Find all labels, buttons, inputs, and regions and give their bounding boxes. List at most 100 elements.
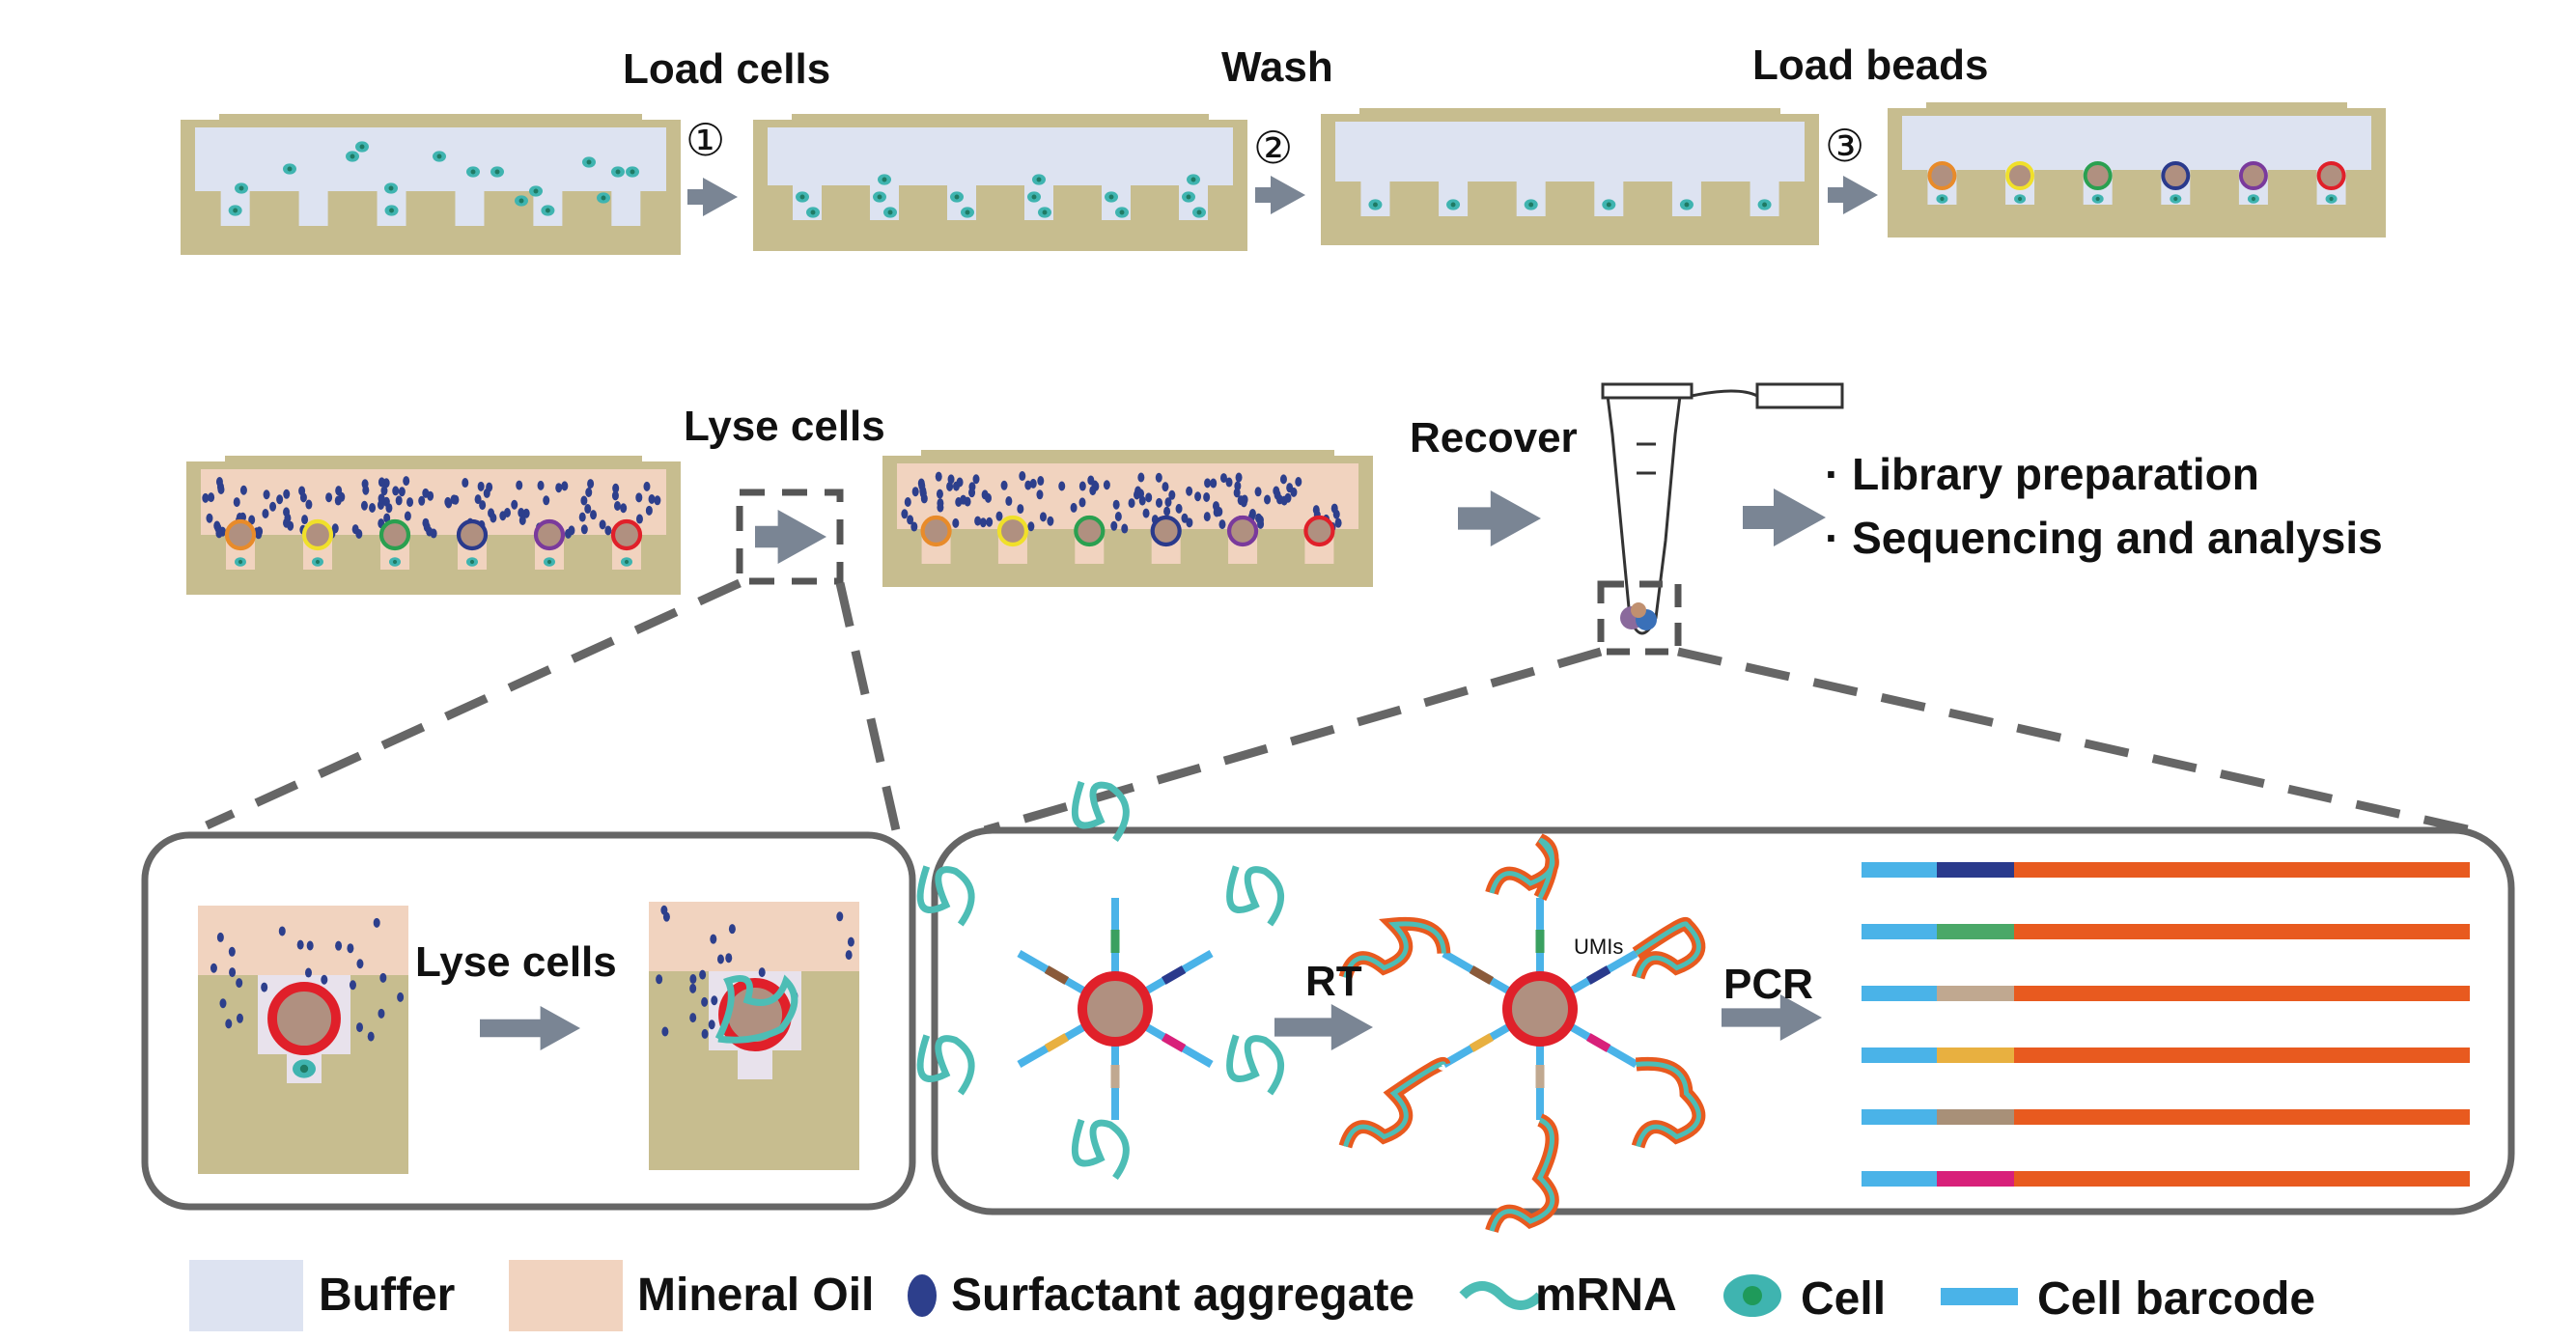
cell-nucleus bbox=[389, 208, 394, 213]
product-umi bbox=[1937, 1109, 2014, 1125]
surfactant-aggregate bbox=[1257, 518, 1265, 529]
surfactant-aggregate bbox=[392, 486, 400, 496]
surfactant-aggregate bbox=[236, 1013, 243, 1023]
cell-nucleus bbox=[2329, 196, 2334, 202]
legend-swatch-surfactant bbox=[908, 1274, 937, 1317]
arrow-pcr bbox=[1722, 994, 1822, 1041]
surfactant-aggregate bbox=[920, 493, 928, 504]
umi-segment bbox=[1161, 1033, 1187, 1052]
cell-nucleus bbox=[954, 194, 960, 200]
surfactant-aggregate bbox=[1264, 494, 1272, 505]
chip-beads-loaded bbox=[1888, 102, 2386, 237]
umi-segment bbox=[1161, 965, 1187, 985]
surfactant-aggregate bbox=[1112, 499, 1120, 510]
surfactant-aggregate bbox=[711, 995, 718, 1006]
chip-well bbox=[298, 191, 328, 226]
surfactant-aggregate bbox=[937, 498, 944, 509]
umi-segment bbox=[1469, 965, 1495, 985]
cell-nucleus bbox=[799, 194, 805, 200]
legend-swatch-buffer bbox=[189, 1260, 303, 1331]
surfactant-aggregate bbox=[263, 489, 270, 500]
surfactant-aggregate bbox=[910, 521, 918, 532]
cell-nucleus bbox=[238, 559, 243, 565]
surfactant-aggregate bbox=[660, 905, 668, 915]
surfactant-aggregate bbox=[426, 526, 434, 537]
surfactant-aggregate bbox=[604, 525, 612, 536]
mrna-strand bbox=[1226, 1034, 1285, 1096]
bead-after-rt bbox=[1338, 833, 1706, 1234]
surfactant-aggregate bbox=[248, 515, 256, 525]
surfactant-aggregate bbox=[1213, 507, 1220, 517]
surfactant-aggregate bbox=[620, 503, 628, 514]
cell-nucleus bbox=[882, 177, 887, 182]
mrna-strand bbox=[1343, 921, 1446, 979]
surfactant-aggregate bbox=[1163, 506, 1171, 517]
surfactant-aggregate bbox=[1295, 476, 1302, 487]
product-cdna bbox=[2014, 1109, 2470, 1125]
cell-nucleus bbox=[469, 559, 475, 565]
barcoded-bead bbox=[2161, 161, 2191, 190]
chip-well bbox=[1439, 182, 1469, 216]
cell-nucleus bbox=[533, 188, 539, 194]
mrna-strand bbox=[1489, 837, 1555, 900]
surfactant-aggregate bbox=[395, 495, 403, 506]
surfactant-aggregate bbox=[202, 492, 210, 503]
chip-well bbox=[1750, 182, 1779, 216]
arrow-step-1 bbox=[687, 178, 738, 216]
cell-nucleus bbox=[965, 210, 970, 215]
surfactant-aggregate bbox=[518, 516, 526, 526]
surfactant-aggregate bbox=[1017, 504, 1024, 515]
cell-nucleus bbox=[545, 208, 550, 213]
barcoded-bead bbox=[2005, 161, 2035, 190]
mrna-strand bbox=[1071, 1118, 1130, 1181]
surfactant-aggregate bbox=[836, 911, 844, 922]
step-number-1: ① bbox=[686, 115, 726, 165]
cell-nucleus bbox=[877, 194, 882, 200]
surfactant-aggregate bbox=[479, 500, 487, 511]
zoom-line bbox=[983, 647, 1603, 835]
surfactant-aggregate bbox=[580, 495, 588, 506]
surfactant-aggregate bbox=[904, 496, 911, 507]
surfactant-aggregate bbox=[1203, 491, 1211, 502]
surfactant-aggregate bbox=[561, 481, 569, 491]
surfactant-aggregate bbox=[225, 1019, 233, 1029]
surfactant-aggregate bbox=[555, 483, 563, 493]
surfactant-aggregate bbox=[648, 493, 656, 504]
mrna-strand bbox=[1343, 1061, 1446, 1148]
surfactant-aggregate bbox=[661, 1026, 669, 1037]
surfactant-aggregate bbox=[643, 481, 651, 491]
surfactant-aggregate bbox=[403, 476, 410, 487]
surfactant-aggregate bbox=[522, 508, 530, 518]
umi-segment bbox=[1044, 1033, 1070, 1052]
chip-liquid-layer bbox=[1902, 116, 2371, 170]
surfactant-aggregate bbox=[590, 510, 598, 520]
surfactant-aggregate bbox=[947, 474, 955, 485]
surfactant-aggregate bbox=[360, 500, 368, 511]
step-number-3: ③ bbox=[1825, 121, 1865, 171]
cell-nucleus bbox=[546, 559, 552, 565]
legend-swatch-cell-barcode bbox=[1941, 1288, 2018, 1305]
cell-nucleus bbox=[630, 169, 635, 175]
chip-lid bbox=[1359, 108, 1780, 118]
barcoded-bead bbox=[224, 518, 257, 551]
mrna-strand bbox=[1636, 1061, 1701, 1148]
mrna-strand bbox=[714, 974, 798, 1044]
product-barcode bbox=[1862, 862, 1937, 878]
cell-nucleus bbox=[1528, 202, 1534, 208]
surfactant-aggregate bbox=[422, 488, 430, 498]
surfactant-aggregate bbox=[1103, 480, 1110, 490]
surfactant-aggregate bbox=[1058, 481, 1066, 491]
chip-liquid-layer bbox=[195, 127, 666, 191]
surfactant-aggregate bbox=[1186, 486, 1193, 496]
cell-nucleus bbox=[233, 208, 238, 213]
umi-segment bbox=[1044, 965, 1070, 985]
cell-nucleus bbox=[359, 144, 365, 150]
barcoded-bead bbox=[996, 515, 1029, 547]
step-number-2: ② bbox=[1253, 123, 1294, 173]
step-label-rt: RT bbox=[1305, 958, 1362, 1005]
surfactant-aggregate bbox=[847, 936, 854, 947]
surfactant-aggregate bbox=[543, 495, 550, 506]
barcoded-bead bbox=[920, 515, 952, 547]
cell-nucleus bbox=[388, 185, 394, 191]
surfactant-aggregate bbox=[1237, 495, 1245, 506]
